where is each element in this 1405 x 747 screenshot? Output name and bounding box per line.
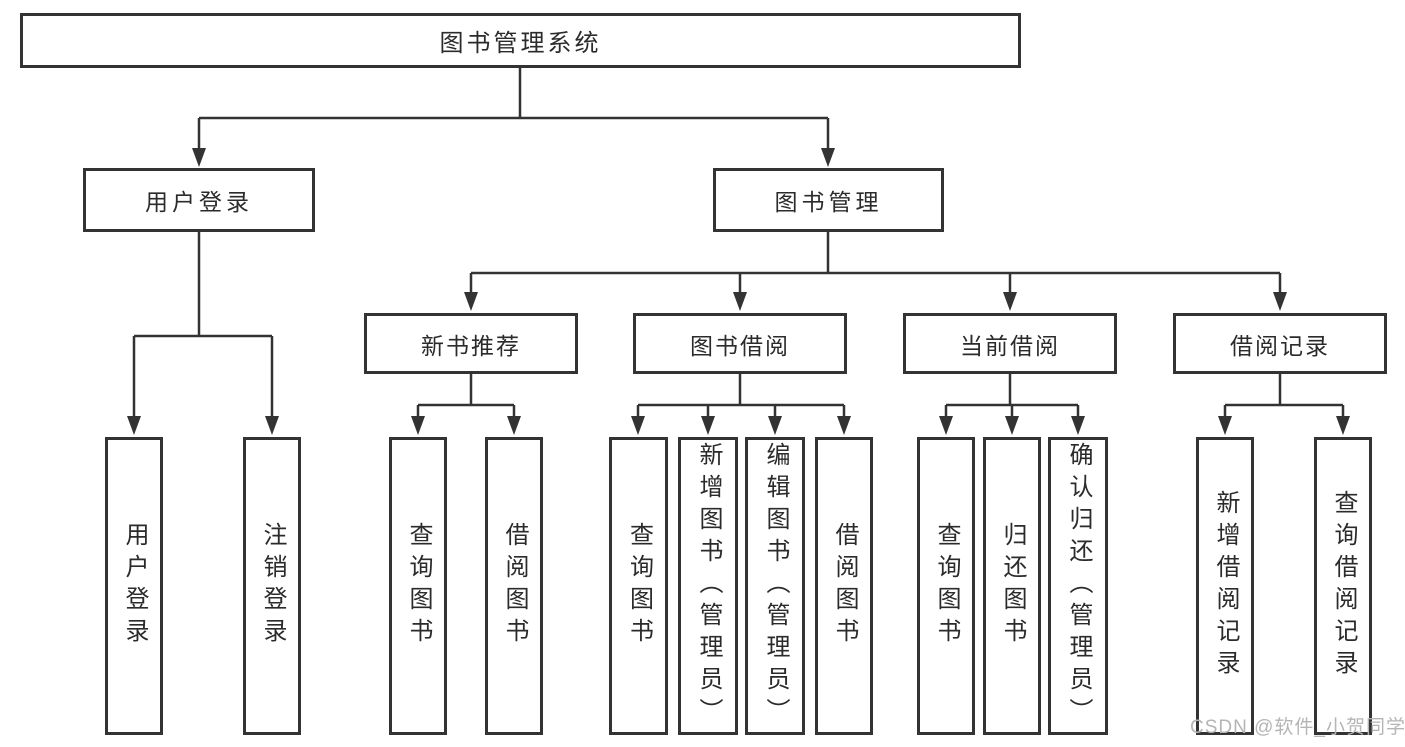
- arrowhead: [701, 416, 715, 435]
- connector-new-book-children: [411, 374, 521, 435]
- node-label: 查询图书: [405, 522, 432, 650]
- arrowhead: [1003, 292, 1017, 311]
- connector-book-management-sections: [464, 232, 1287, 311]
- arrowhead: [939, 416, 953, 435]
- arrowhead: [821, 148, 835, 167]
- arrowhead: [265, 416, 279, 435]
- node-label: 用户登录: [121, 522, 148, 650]
- node-book-borrow: 图书借阅: [633, 313, 847, 374]
- arrowhead: [464, 292, 478, 311]
- node-label: 查询图书: [933, 522, 960, 650]
- arrowhead: [1336, 416, 1350, 435]
- node-leaf-newbook-query: 查询图书: [389, 437, 447, 735]
- arrowhead: [1005, 416, 1019, 435]
- arrowhead: [507, 416, 521, 435]
- arrowhead: [733, 292, 747, 311]
- arrowhead: [411, 416, 425, 435]
- node-label: 图书管理: [774, 189, 883, 215]
- node-leaf-borrow-add: 新增图书（管理员）: [678, 437, 738, 735]
- connector-current-borrow-children: [939, 374, 1085, 435]
- node-label: 编辑图书（管理员）: [762, 442, 789, 730]
- node-label: 归还图书: [999, 522, 1026, 650]
- node-user-login: 用户登录: [83, 168, 315, 232]
- node-label: 用户登录: [145, 189, 253, 215]
- node-label: 新增借阅记录: [1212, 490, 1239, 682]
- node-label: 确认归还（管理员）: [1065, 442, 1092, 730]
- node-label: 借阅记录: [1230, 332, 1330, 359]
- node-new-book-recommend: 新书推荐: [364, 313, 578, 374]
- node-leaf-record-add: 新增借阅记录: [1196, 437, 1254, 735]
- node-label: 借阅图书: [831, 522, 858, 650]
- node-label: 新增图书（管理员）: [695, 442, 722, 730]
- node-leaf-newbook-borrow: 借阅图书: [485, 437, 543, 735]
- arrowhead: [768, 416, 782, 435]
- node-label: 当前借阅: [960, 332, 1060, 359]
- arrowhead: [837, 416, 851, 435]
- arrowhead: [192, 148, 206, 167]
- node-leaf-borrow-borrow: 借阅图书: [815, 437, 873, 735]
- node-leaf-current-confirm: 确认归还（管理员）: [1048, 437, 1108, 735]
- watermark-text: CSDN @软件_小贺同学: [1190, 717, 1405, 738]
- node-leaf-current-query: 查询图书: [917, 437, 975, 735]
- node-leaf-borrow-query: 查询图书: [609, 437, 668, 735]
- node-leaf-current-return: 归还图书: [983, 437, 1041, 735]
- node-current-borrow: 当前借阅: [903, 313, 1117, 374]
- node-label: 图书管理系统: [439, 30, 602, 57]
- node-label: 注销登录: [259, 522, 286, 650]
- node-label: 查询图书: [625, 522, 653, 650]
- node-label: 借阅图书: [501, 522, 528, 650]
- node-label: 图书借阅: [690, 332, 790, 359]
- connector-book-borrow-children: [631, 374, 851, 435]
- arrowhead: [1273, 292, 1287, 311]
- node-leaf-record-query: 查询借阅记录: [1314, 437, 1372, 735]
- node-root: 图书管理系统: [20, 13, 1021, 68]
- node-label: 查询借阅记录: [1330, 490, 1357, 682]
- node-book-management: 图书管理: [713, 168, 944, 232]
- arrowhead: [1218, 416, 1232, 435]
- arrowhead: [631, 416, 645, 435]
- connector-borrow-record-children: [1218, 374, 1350, 435]
- connector-root-to-level2: [192, 68, 835, 167]
- node-leaf-logout: 注销登录: [243, 437, 301, 735]
- arrowhead: [127, 416, 141, 435]
- node-label: 新书推荐: [421, 332, 521, 359]
- node-borrow-record: 借阅记录: [1173, 313, 1387, 374]
- connector-user-login-children: [127, 232, 279, 435]
- node-leaf-user-login: 用户登录: [105, 437, 163, 735]
- node-leaf-borrow-edit: 编辑图书（管理员）: [745, 437, 805, 735]
- arrowhead: [1071, 416, 1085, 435]
